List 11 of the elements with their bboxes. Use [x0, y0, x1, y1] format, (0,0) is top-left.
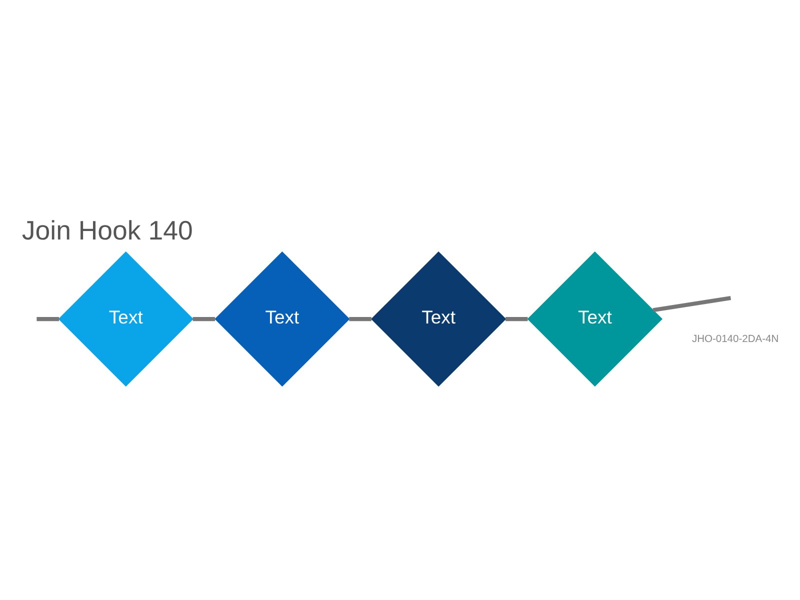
connector	[349, 316, 372, 322]
connector	[192, 316, 216, 322]
node-diamond: Text	[370, 251, 506, 387]
label: JHO-0140-2DA-4N	[692, 334, 779, 346]
node-diamond: Text	[58, 251, 194, 387]
node-diamond: Text	[214, 251, 350, 387]
diagram-title: Join Hook 140	[22, 216, 193, 246]
connector	[652, 296, 732, 312]
node-diamond: Text	[527, 251, 662, 387]
connector	[505, 316, 528, 322]
connector	[36, 316, 59, 322]
